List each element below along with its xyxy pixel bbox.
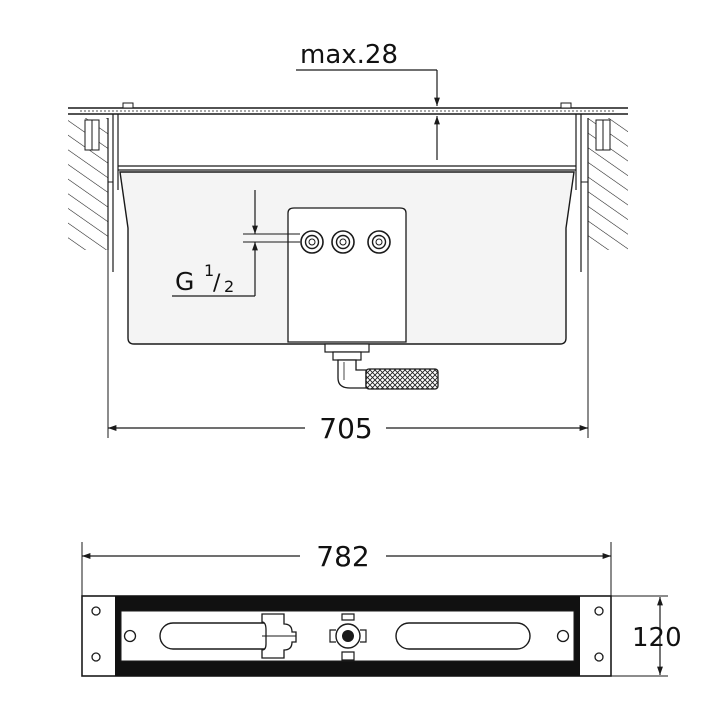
anchor-right xyxy=(595,119,611,151)
section-view: G 1 / 2 max.28 705 xyxy=(68,40,628,445)
width-782-dimension: 782 xyxy=(81,540,612,596)
cover-screw-left xyxy=(122,102,134,109)
slot-left xyxy=(159,622,279,650)
valve-block xyxy=(287,207,407,343)
thread-dimension: G 1 / 2 xyxy=(172,190,300,297)
center-fitting xyxy=(329,613,367,661)
drain-assembly xyxy=(324,343,439,390)
slot-right xyxy=(395,622,531,650)
plate-view: 782 xyxy=(81,540,682,677)
frame-rails xyxy=(108,114,588,272)
depth-dimension: max.28 xyxy=(296,40,440,160)
anchor-left xyxy=(84,119,100,151)
thread-label-den: 2 xyxy=(224,277,234,296)
port-3 xyxy=(367,230,391,254)
plate-holes xyxy=(91,606,604,662)
port-2 xyxy=(331,230,355,254)
thread-label-g: G xyxy=(175,267,194,296)
clamp-fitting xyxy=(261,613,297,659)
connection-ports xyxy=(300,230,391,254)
crossbars xyxy=(118,165,576,171)
width-705-dimension: 705 xyxy=(107,250,589,445)
height-120-dimension: 120 xyxy=(611,595,682,677)
thread-label-num: 1 xyxy=(204,261,214,280)
thread-slash: / xyxy=(213,271,221,296)
height-120-label: 120 xyxy=(632,623,682,653)
drain-hose xyxy=(365,368,439,390)
cover-screw-right xyxy=(560,102,572,109)
port-1 xyxy=(300,230,324,254)
width-705-label: 705 xyxy=(319,412,372,445)
width-782-label: 782 xyxy=(316,540,369,573)
depth-label: max.28 xyxy=(300,40,398,70)
cover-plate xyxy=(68,107,628,115)
